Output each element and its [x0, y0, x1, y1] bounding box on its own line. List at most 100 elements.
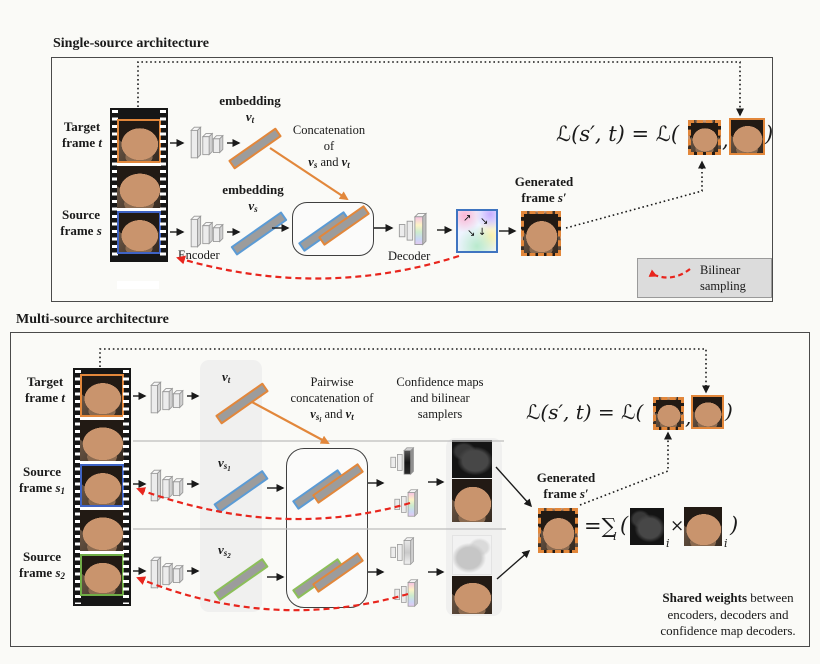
shared-weights-note: Shared weights between encoders, decoder… — [652, 590, 804, 640]
label-line: Pairwise — [310, 375, 354, 389]
generated-frame-label: Generated frame s′ — [528, 470, 604, 503]
vs2-label: vs2 — [218, 542, 231, 561]
math-var: v — [218, 542, 224, 557]
label-line: between — [747, 590, 794, 605]
flow-arrow-icon: ↗ — [463, 213, 472, 224]
math-sub: t — [351, 412, 354, 422]
sum-close-paren: ) — [730, 513, 739, 537]
target-frame-image — [80, 374, 124, 417]
math-var: v — [345, 407, 352, 421]
label-line: Source — [61, 207, 101, 222]
sum-index: i — [613, 530, 617, 543]
label-line: frame — [18, 480, 56, 496]
label-line: and — [321, 407, 346, 421]
encoder-label: Encoder — [178, 248, 220, 262]
confidence-map-decoder-icon — [390, 447, 414, 475]
label-line: frame — [60, 223, 97, 239]
label-line: Generated — [514, 174, 574, 189]
label-line: Bilinear — [700, 263, 741, 277]
film-frame-image — [80, 510, 124, 551]
single-source-title: Single-source architecture — [53, 36, 209, 51]
decoder-icon — [398, 212, 427, 246]
film-strip-single — [110, 108, 168, 262]
flow-arrow-icon: ↓ — [478, 227, 487, 238]
math-var: s′ — [579, 486, 589, 502]
math-sub: s — [223, 548, 228, 558]
math-var: t — [98, 135, 103, 151]
loss-target-chip-image — [729, 118, 765, 155]
generated-frame-image — [538, 508, 578, 553]
label-line: frame — [24, 390, 62, 406]
label-line: sampling — [700, 279, 746, 294]
label-line: of — [323, 139, 335, 153]
encoder-icon — [150, 469, 184, 502]
math-var: v — [218, 455, 224, 470]
math-sub: s — [223, 461, 228, 471]
bold-text: Shared weights — [662, 590, 748, 605]
confidence-maps-heading: Confidence maps and bilinear samplers — [382, 374, 498, 422]
film-frame-image — [117, 166, 161, 208]
bilinear-sampling-legend: Bilinear sampling — [637, 258, 772, 298]
multi-source-title: Multi-source architecture — [16, 312, 169, 327]
source2-frame-label: Source frame s2 — [12, 549, 72, 583]
encoder-icon — [190, 126, 224, 159]
film-separator — [117, 163, 161, 166]
math-sub: 1 — [60, 486, 66, 497]
confidence-map-image — [452, 535, 492, 575]
loss-equation-lhs: ℒ(s′, t) = ℒ( — [556, 122, 680, 146]
single-source-box — [51, 57, 773, 302]
math-var: s — [55, 480, 61, 496]
film-strip-multi — [73, 368, 131, 606]
label-line: frame — [61, 135, 99, 151]
warped-face-image — [452, 479, 492, 522]
loss-equation-lhs: ℒ(s′, t) = ℒ( — [526, 400, 644, 424]
label-line: samplers — [417, 407, 463, 421]
math-sub: t — [347, 160, 350, 170]
label-line: Target — [63, 119, 101, 134]
concatenation-text: Concatenation of vs and vt — [285, 122, 373, 172]
confidence-map-decoder-icon — [390, 537, 414, 565]
math-subsub: 2 — [227, 552, 231, 560]
label-line: and — [317, 155, 342, 169]
label-line: Generated — [536, 470, 596, 485]
math-var: t — [61, 390, 66, 406]
loss-target-chip-image — [691, 395, 724, 429]
math-sub: t — [227, 375, 231, 385]
loss-generated-chip-image — [688, 120, 721, 155]
label-line: and bilinear — [410, 391, 470, 405]
sum-open-paren: ( — [620, 513, 629, 537]
sum-prefix: =∑ — [584, 514, 617, 538]
encoder-icon — [150, 556, 184, 589]
film-frame-image — [80, 420, 124, 461]
source2-frame-image — [80, 554, 124, 596]
embedding-s-label: embedding vs — [213, 182, 293, 216]
loss-comma: , — [685, 405, 692, 429]
source1-frame-image — [80, 464, 124, 507]
label-line: encoders, decoders and — [667, 606, 789, 622]
loss-close-paren: ) — [725, 399, 733, 423]
label-line: frame — [543, 486, 580, 502]
pairwise-concat-text: Pairwise concatenation of vsi and vt — [280, 374, 384, 425]
sum-confidence-map-chip — [630, 508, 664, 545]
target-frame-image — [117, 119, 161, 163]
math-var: v — [245, 109, 252, 125]
red-dashed-arrow-icon — [648, 268, 691, 279]
vt-label: vt — [222, 369, 230, 386]
legend-text: Bilinear sampling — [700, 262, 746, 295]
film-separator — [80, 417, 124, 420]
bilinear-sampler-decoder-icon — [394, 489, 418, 517]
label-line: Source — [22, 549, 62, 564]
film-separator — [80, 507, 124, 510]
math-sub: s — [254, 204, 258, 215]
label-line: concatenation of — [290, 391, 374, 405]
encoder-icon — [150, 381, 184, 414]
math-sub: t — [251, 115, 255, 126]
flow-arrow-icon: ↘ — [467, 228, 476, 239]
film-white-bar — [117, 281, 159, 289]
multi-source-box — [10, 332, 810, 647]
film-separator — [80, 551, 124, 554]
film-separator — [117, 208, 161, 211]
math-var: s — [55, 565, 61, 581]
target-frame-label: Target frame t — [18, 374, 72, 407]
